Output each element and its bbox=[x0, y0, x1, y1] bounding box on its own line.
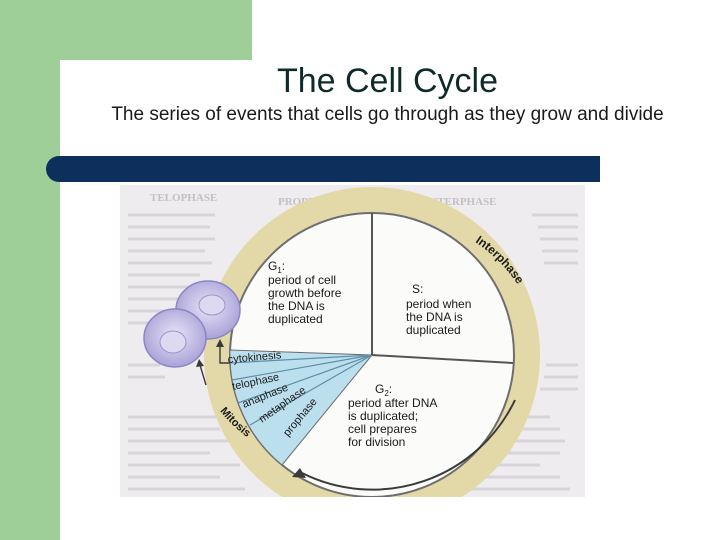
s-label: S: bbox=[412, 282, 423, 296]
telophase-arrow bbox=[199, 364, 207, 386]
g1-description-line: period of cell bbox=[268, 273, 336, 287]
cycle-arrowhead bbox=[292, 468, 306, 478]
mitosis-sector bbox=[229, 349, 374, 466]
cytokinesis-arrow bbox=[219, 345, 230, 364]
title-divider-bar bbox=[46, 156, 600, 182]
s-description-line: the DNA is bbox=[406, 310, 463, 324]
slide-title: The Cell Cycle bbox=[276, 62, 499, 100]
phase-label-cytokinesis: cytokinesis bbox=[227, 349, 282, 366]
cycle-arrow bbox=[301, 399, 516, 491]
g2-description-line: for division bbox=[348, 435, 405, 449]
g1-label: G1: bbox=[268, 259, 285, 275]
top-accent-block bbox=[60, 0, 252, 60]
divider-s-g2 bbox=[371, 354, 514, 364]
g2-description-line: is duplicated; bbox=[348, 409, 418, 423]
s-description-line: period when bbox=[406, 297, 471, 311]
cell-cycle-figure: TELOPHASE PROPHASE INTERPHASE G1: period… bbox=[120, 185, 585, 497]
mitosis-phase-dividers bbox=[229, 354, 373, 426]
g2-description-line: period after DNA bbox=[348, 396, 437, 410]
cell-cycle-diagram: TELOPHASE PROPHASE INTERPHASE G1: period… bbox=[120, 185, 585, 497]
left-accent-bar bbox=[0, 0, 60, 540]
telophase-arrowhead bbox=[196, 359, 204, 367]
cell-nucleus bbox=[159, 330, 187, 354]
g2-label: G2: bbox=[375, 382, 392, 398]
slide-subtitle: The series of events that cells go throu… bbox=[111, 104, 664, 125]
cell-nucleus bbox=[198, 294, 226, 316]
g1-description-line: growth before bbox=[268, 286, 342, 300]
cytokinesis-arrowhead bbox=[216, 339, 224, 347]
g2-description-line: cell prepares bbox=[348, 422, 417, 436]
background-heading-telophase: TELOPHASE bbox=[150, 192, 217, 204]
g1-description-line: duplicated bbox=[268, 312, 323, 326]
g1-description-line: the DNA is bbox=[268, 299, 325, 313]
s-description-line: duplicated bbox=[406, 323, 461, 337]
